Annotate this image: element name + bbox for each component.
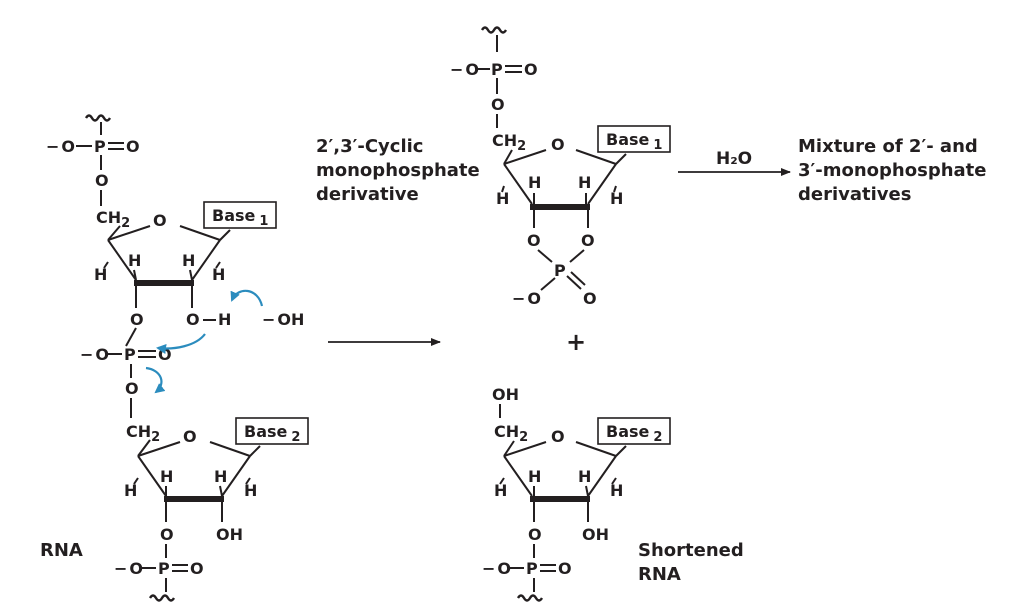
svg-text:O: O bbox=[491, 95, 505, 114]
shortened-label: Shortened bbox=[638, 540, 744, 561]
svg-text:H: H bbox=[610, 481, 623, 500]
svg-text:−O: −O bbox=[482, 559, 511, 578]
svg-text:OH: OH bbox=[582, 525, 609, 544]
shortened-label-2: RNA bbox=[638, 564, 681, 585]
svg-text:H: H bbox=[244, 481, 257, 500]
svg-text:P: P bbox=[158, 559, 170, 578]
svg-text:−O: −O bbox=[450, 60, 479, 79]
cyclic-label-2: monophosphate bbox=[316, 160, 480, 181]
svg-text:O: O bbox=[186, 310, 200, 329]
svg-text:−OH: −OH bbox=[262, 310, 304, 329]
oxygen-to-phosphorus-arrow bbox=[156, 333, 206, 354]
svg-text:O: O bbox=[153, 211, 167, 230]
svg-text:O: O bbox=[125, 379, 139, 398]
svg-text:O: O bbox=[527, 231, 541, 250]
svg-text:O: O bbox=[95, 171, 109, 190]
svg-text:CH2: CH2 bbox=[96, 208, 130, 231]
svg-text:H: H bbox=[94, 265, 107, 284]
svg-text:O: O bbox=[558, 559, 572, 578]
svg-text:O: O bbox=[528, 525, 542, 544]
base2-box-shortened bbox=[597, 417, 671, 445]
water-label: H₂O bbox=[716, 149, 752, 169]
mixture-label-2: 3′-monophosphate bbox=[798, 160, 986, 181]
svg-text:O: O bbox=[581, 231, 595, 250]
chain-break-top-left bbox=[84, 114, 112, 122]
svg-text:H: H bbox=[182, 251, 195, 270]
cyclic-label-3: derivative bbox=[316, 184, 419, 205]
svg-text:−O: −O bbox=[46, 137, 75, 156]
svg-text:H: H bbox=[214, 467, 227, 486]
base1-box-cyclic bbox=[597, 125, 671, 153]
svg-text:O: O bbox=[130, 310, 144, 329]
svg-text:H: H bbox=[124, 481, 137, 500]
svg-text:H: H bbox=[528, 173, 541, 192]
svg-text:H: H bbox=[610, 189, 623, 208]
svg-text:−O: −O bbox=[114, 559, 143, 578]
svg-text:O: O bbox=[551, 135, 565, 154]
svg-text:O: O bbox=[583, 289, 597, 308]
svg-text:P: P bbox=[491, 60, 503, 79]
bond-cleavage-arrow bbox=[145, 366, 166, 394]
svg-text:OH: OH bbox=[492, 385, 519, 404]
svg-text:H: H bbox=[128, 251, 141, 270]
chain-break-top-middle bbox=[480, 26, 508, 34]
svg-text:CH2: CH2 bbox=[126, 422, 160, 445]
svg-text:H: H bbox=[496, 189, 509, 208]
svg-text:H: H bbox=[578, 467, 591, 486]
svg-text:H: H bbox=[160, 467, 173, 486]
svg-text:P: P bbox=[94, 137, 106, 156]
base2-box bbox=[235, 417, 309, 445]
svg-text:−O: −O bbox=[512, 289, 541, 308]
svg-text:H: H bbox=[494, 481, 507, 500]
svg-text:CH2: CH2 bbox=[494, 422, 528, 445]
svg-text:H: H bbox=[218, 310, 231, 329]
svg-text:H: H bbox=[578, 173, 591, 192]
svg-text:P: P bbox=[124, 345, 136, 364]
plus-sign: + bbox=[566, 328, 586, 356]
base1-box bbox=[203, 201, 277, 229]
mixture-label: Mixture of 2′- and bbox=[798, 136, 978, 157]
svg-text:H: H bbox=[212, 265, 225, 284]
cyclic-label: 2′,3′-Cyclic bbox=[316, 136, 423, 157]
svg-text:O: O bbox=[190, 559, 204, 578]
svg-text:OH: OH bbox=[216, 525, 243, 544]
mixture-label-3: derivatives bbox=[798, 184, 911, 205]
hydroxide-attack-arrow bbox=[230, 289, 264, 307]
chain-break-bottom-left bbox=[148, 594, 176, 602]
svg-text:CH2: CH2 bbox=[492, 131, 526, 154]
svg-text:H: H bbox=[528, 467, 541, 486]
chain-break-bottom-middle bbox=[516, 594, 544, 602]
svg-text:O: O bbox=[160, 525, 174, 544]
svg-text:O: O bbox=[126, 137, 140, 156]
svg-text:O: O bbox=[524, 60, 538, 79]
svg-text:P: P bbox=[554, 261, 566, 280]
svg-text:−O: −O bbox=[80, 345, 109, 364]
svg-text:O: O bbox=[183, 427, 197, 446]
svg-text:P: P bbox=[526, 559, 538, 578]
svg-text:O: O bbox=[551, 427, 565, 446]
rna-label: RNA bbox=[40, 540, 83, 561]
